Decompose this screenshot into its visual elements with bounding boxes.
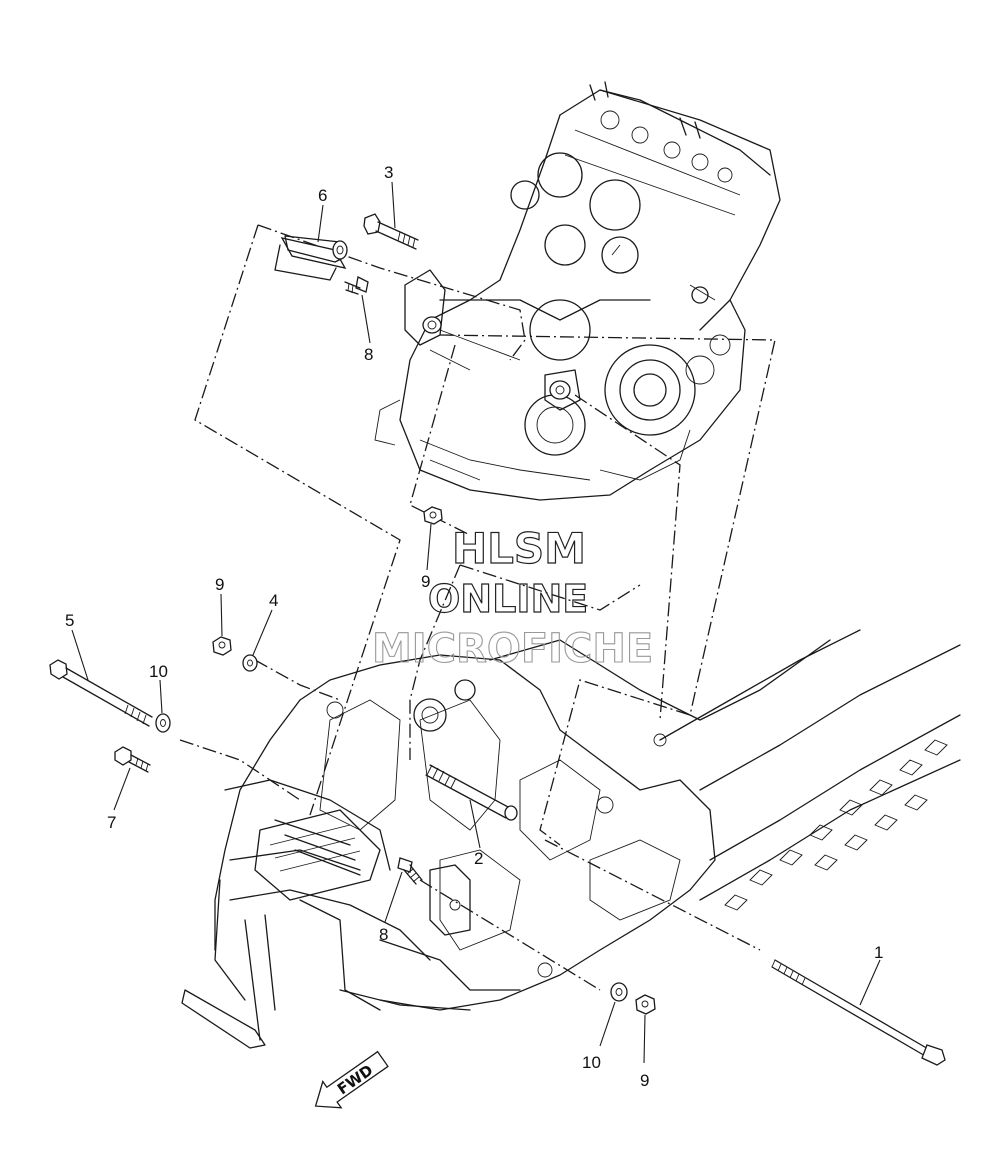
- watermark-line-3: MICROFICHE: [372, 626, 653, 672]
- callout-9-right: 9: [640, 1071, 649, 1090]
- callout-5: 5: [65, 611, 74, 630]
- leader-lines: [71, 181, 881, 1064]
- part-6-mount-bracket[interactable]: [274, 235, 348, 281]
- part-8-stud-lower[interactable]: [397, 857, 423, 885]
- watermark-line-2: ONLINE: [428, 577, 588, 621]
- part-9-nut-right[interactable]: [635, 994, 656, 1015]
- part-3-bolt[interactable]: [363, 213, 419, 250]
- part-2-collar[interactable]: [425, 764, 518, 821]
- part-5-long-bolt[interactable]: [49, 659, 153, 727]
- fwd-direction-arrow: FWD: [314, 1050, 389, 1109]
- callout-4: 4: [269, 591, 278, 610]
- chassis-frame: [181, 629, 961, 1049]
- assembly-guide-lines: [179, 224, 776, 991]
- part-7-bolt[interactable]: [114, 746, 151, 773]
- part-9-nut-left[interactable]: [212, 636, 232, 656]
- part-10-washer-left[interactable]: [155, 713, 171, 733]
- engine-assembly: [374, 81, 781, 501]
- callout-numbers: 1 2 3 4 5 6 7 8 8 9 9 9 10 10: [65, 163, 883, 1090]
- callout-7: 7: [107, 813, 116, 832]
- callout-3: 3: [384, 163, 393, 182]
- callout-10-right: 10: [582, 1053, 601, 1072]
- part-10-washer-right[interactable]: [610, 982, 628, 1002]
- callout-6: 6: [318, 186, 327, 205]
- part-1-long-bolt[interactable]: [771, 959, 946, 1066]
- part-4-washer[interactable]: [242, 654, 258, 672]
- callout-9-left: 9: [215, 575, 224, 594]
- callout-2: 2: [474, 849, 483, 868]
- part-9-nut-engine[interactable]: [423, 506, 443, 525]
- callout-8-upper: 8: [364, 345, 373, 364]
- callout-1: 1: [874, 943, 883, 962]
- part-8-screw-upper[interactable]: [344, 276, 369, 295]
- watermark-line-1: HLSM: [452, 524, 586, 573]
- callout-9-engine: 9: [421, 572, 430, 591]
- callout-8-lower: 8: [379, 925, 388, 944]
- watermark: HLSM ONLINE MICROFICHE: [371, 523, 653, 672]
- tunnel-vents: [724, 739, 948, 911]
- callout-10-left: 10: [149, 662, 168, 681]
